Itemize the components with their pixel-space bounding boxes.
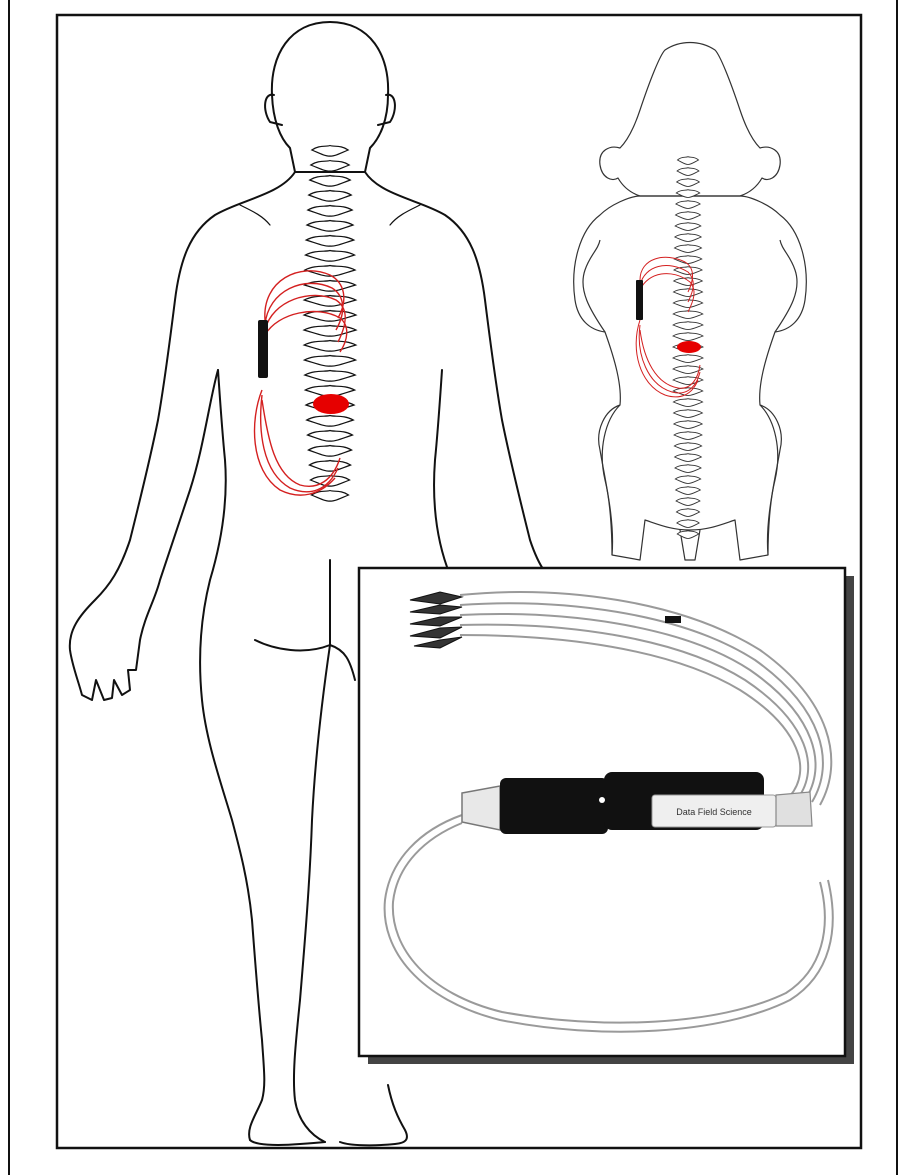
cable-marker (665, 616, 681, 623)
device-connector (462, 786, 500, 830)
dog-target-lesion (677, 341, 701, 353)
left-page-edge (8, 0, 10, 1175)
human-device (258, 320, 268, 378)
human-target-lesion (313, 394, 349, 414)
dog-device (636, 280, 643, 320)
right-page-edge (896, 0, 898, 1175)
device-label-text: Data Field Science (676, 807, 752, 817)
device-inset: Data Field Science (359, 568, 854, 1064)
device-tail (776, 792, 812, 826)
device-indicator-dot (599, 797, 605, 803)
device-body-left (500, 778, 608, 834)
